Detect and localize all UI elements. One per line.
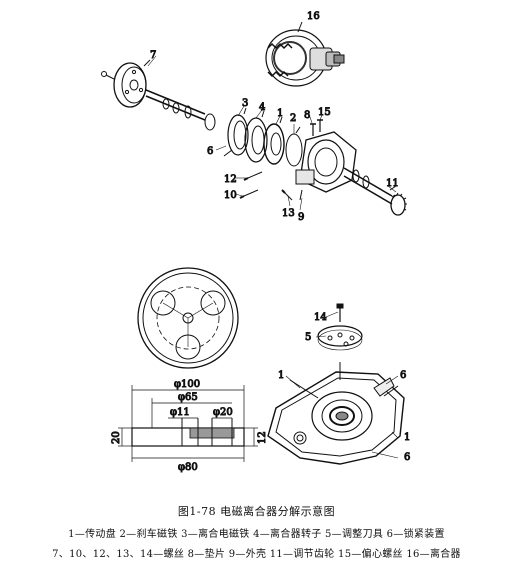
label-part-12: 12 [224, 174, 237, 185]
label-part-9: 9 [298, 212, 304, 223]
label-part-1-bottom: 1 [404, 432, 410, 443]
dimension-height-20: 20 [111, 431, 122, 444]
label-part-1: 1 [277, 108, 283, 119]
label-part-7: 7 [150, 50, 156, 61]
label-part-6-bottom: 6 [404, 452, 410, 463]
dimension-d65: φ65 [178, 392, 198, 403]
diagram-svg: 16 7 3 4 1 2 8 15 6 12 10 13 9 11 14 5 1… [101, 11, 411, 474]
assembled-housing [267, 362, 405, 465]
figure-caption: 图1-78 电磁离合器分解示意图 [177, 505, 336, 518]
dimension-d100: φ100 [174, 379, 200, 390]
label-part-4: 4 [259, 102, 265, 113]
legend-line-1: 1—传动盘 2—刹车磁铁 3—离合电磁铁 4—离合器转子 5—调整刀具 6—锁紧… [68, 529, 445, 540]
dimension-lines [118, 385, 258, 462]
clutch-assembly-16 [265, 21, 345, 87]
label-part-1-lower: 1 [278, 370, 284, 381]
label-part-6: 6 [207, 146, 213, 157]
dimension-d11: φ11 [170, 407, 190, 418]
coil-rings-3-4-1 [227, 107, 285, 165]
adjusting-disk-5 [317, 303, 363, 351]
label-part-11: 11 [386, 178, 399, 189]
main-shaft [145, 89, 216, 131]
label-part-16: 16 [307, 11, 320, 22]
label-part-8: 8 [304, 110, 310, 121]
label-part-10: 10 [224, 190, 237, 201]
dimension-d20: φ20 [213, 407, 233, 418]
disk-front-view [137, 267, 239, 369]
label-part-13: 13 [282, 208, 295, 219]
legend-line-2: 7、10、12、13、14—螺丝 8—垫片 9—外壳 11—调节齿轮 15—偏心… [52, 549, 461, 560]
label-part-2: 2 [290, 113, 296, 124]
drive-disk-7 [101, 59, 151, 108]
label-part-6-lower: 6 [400, 370, 406, 381]
label-part-3: 3 [242, 98, 248, 109]
label-part-14: 14 [314, 312, 327, 323]
dimension-height-12: 12 [257, 431, 268, 444]
adjusting-gear-11 [343, 167, 407, 216]
label-part-5: 5 [305, 332, 311, 343]
housing-9 [295, 131, 357, 201]
disk-section-view [131, 418, 245, 447]
dimension-d80: φ80 [178, 462, 198, 473]
leader-lines [147, 55, 399, 459]
label-part-15: 15 [318, 107, 331, 118]
